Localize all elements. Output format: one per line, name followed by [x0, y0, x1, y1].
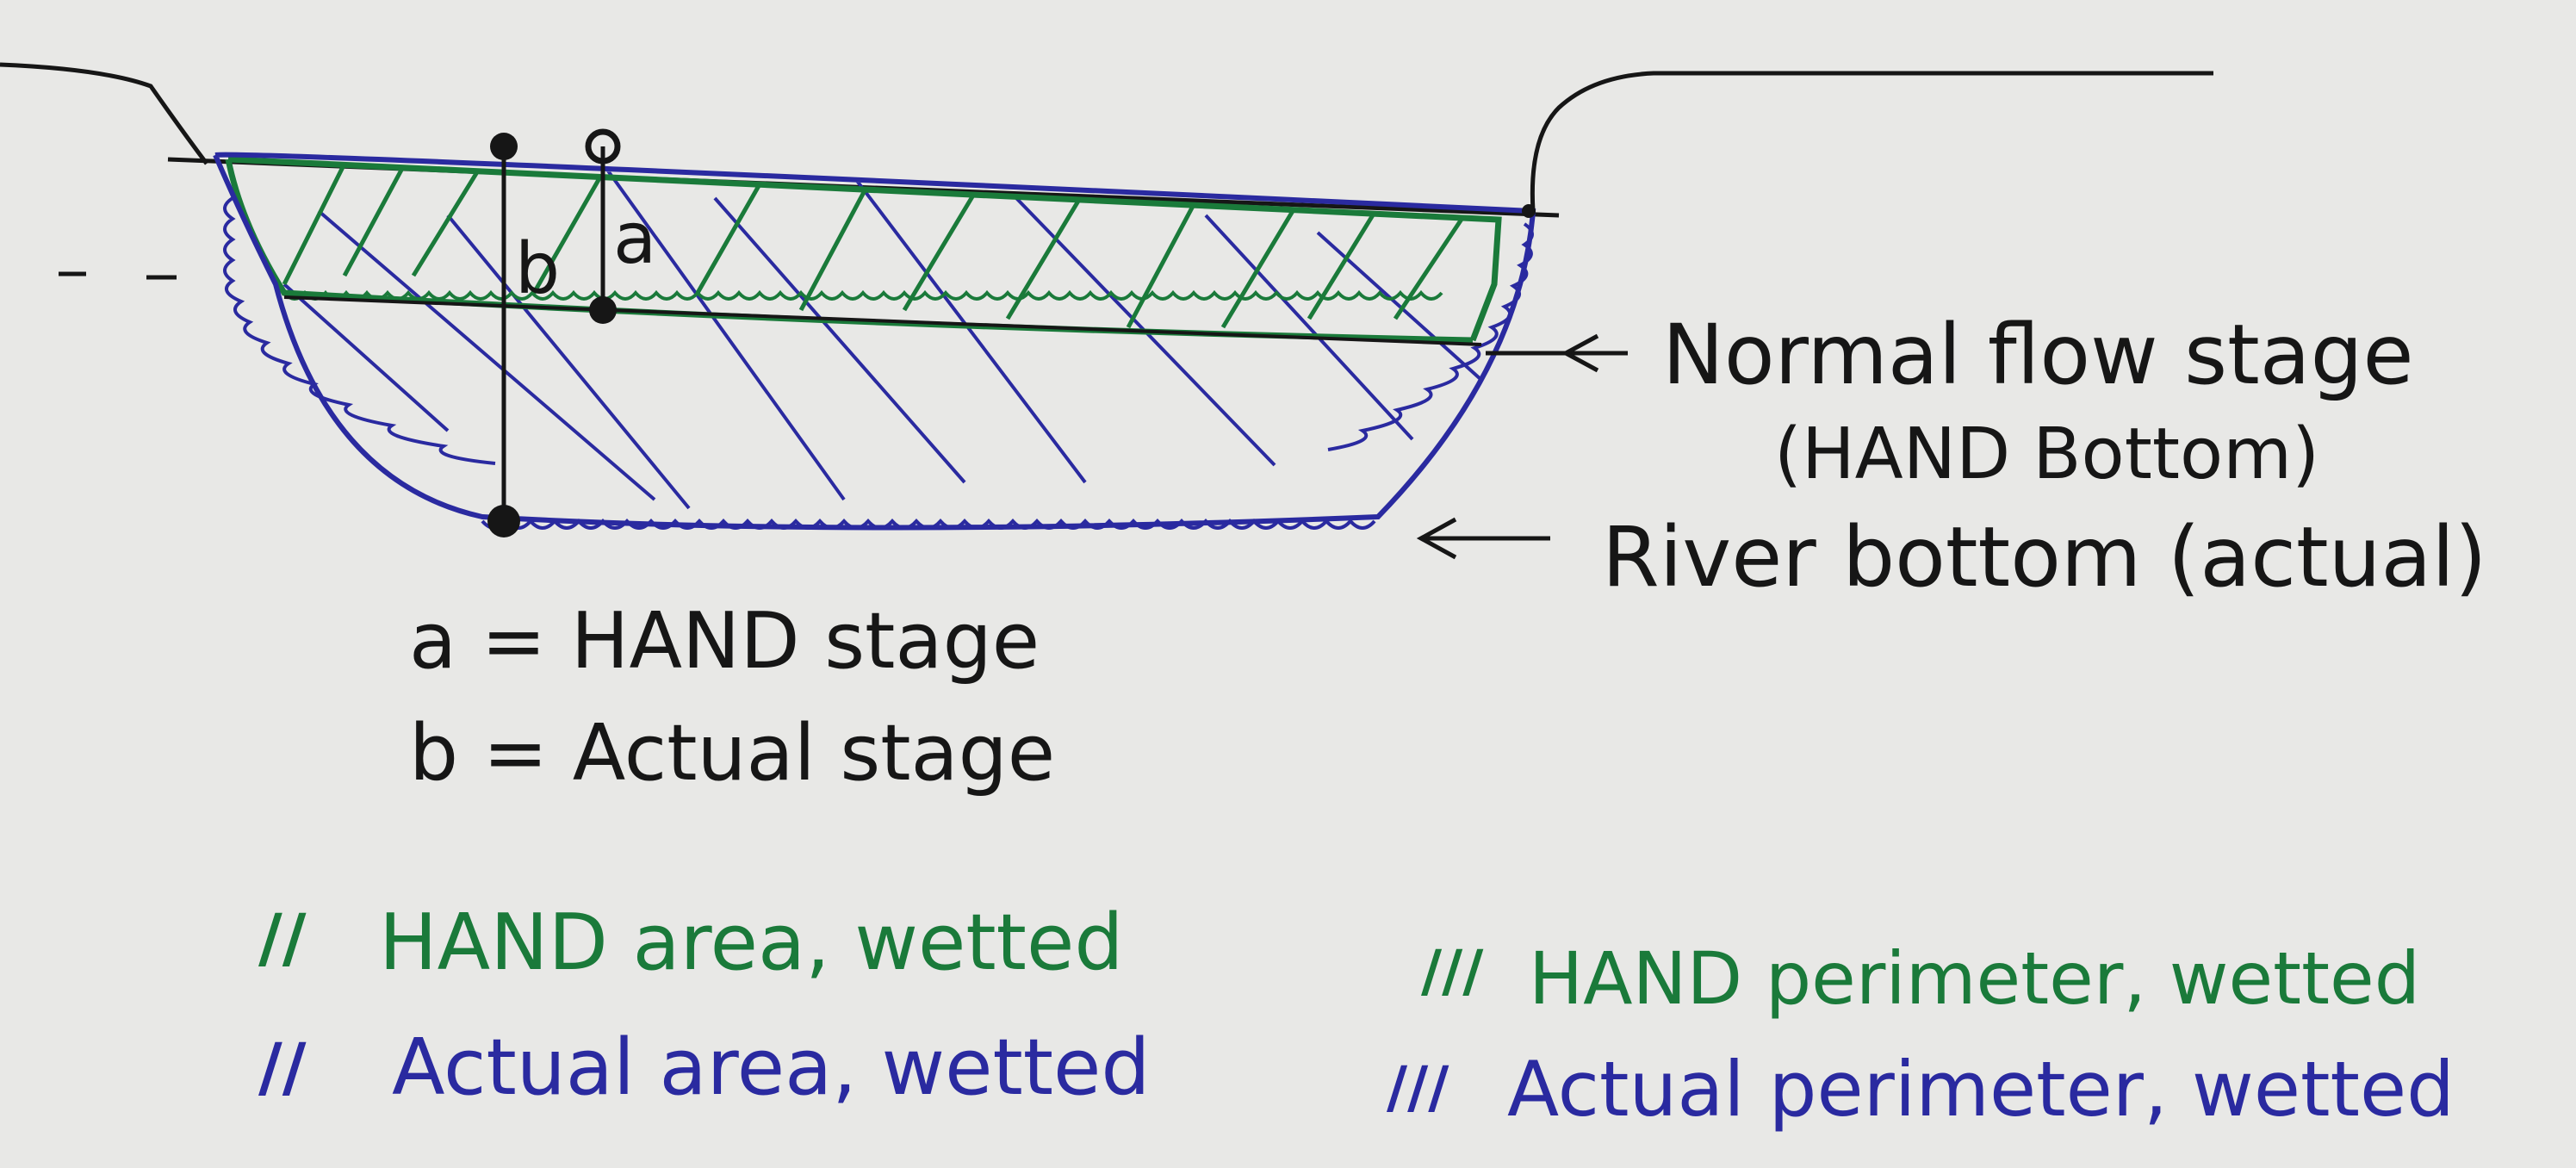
label-a: a [613, 198, 656, 280]
legend-actual-area: Actual area, wetted [392, 1022, 1151, 1113]
legend-actual-area-symbol: // [258, 1028, 307, 1105]
label-b: b [515, 228, 560, 310]
hand-perimeter-outline [225, 156, 1502, 344]
actual-right-bank-scallop [1327, 222, 1534, 451]
normal-flow-line [283, 295, 1482, 346]
actual-area-hatching [282, 162, 1492, 510]
actual-left-bank-scallop [223, 196, 496, 465]
normal-flow-arrow [1486, 333, 1628, 373]
ground-left [0, 62, 209, 165]
right-bank-dot [1522, 204, 1536, 218]
hand-area-hatching [282, 162, 1467, 329]
hand-bottom-label: (HAND Bottom) [1774, 413, 2319, 495]
hand-bottom-scallop [282, 289, 1443, 301]
river-bottom-arrow [1416, 517, 1550, 560]
legend-hand-area: HAND area, wetted [379, 898, 1123, 988]
stage-a-marker [585, 128, 621, 324]
river-bottom-label: River bottom (actual) [1602, 509, 2486, 606]
normal-flow-stage-label: Normal flow stage [1662, 307, 2414, 403]
legend-hand-area-symbol: // [258, 899, 307, 976]
legend-hand-perimeter-symbol: /// [1421, 938, 1484, 1004]
definition-a: a = HAND stage [409, 596, 1040, 687]
legend-hand-perimeter: HAND perimeter, wetted [1529, 936, 2420, 1021]
actual-bottom-scallop [481, 518, 1376, 530]
stage-b-marker [487, 133, 520, 537]
dashed-level-mark [59, 271, 177, 280]
definition-b: b = Actual stage [409, 708, 1055, 798]
ground-right [1530, 71, 2213, 212]
legend-actual-perimeter-symbol: /// [1387, 1054, 1449, 1121]
legend-actual-perimeter: Actual perimeter, wetted [1507, 1045, 2455, 1134]
